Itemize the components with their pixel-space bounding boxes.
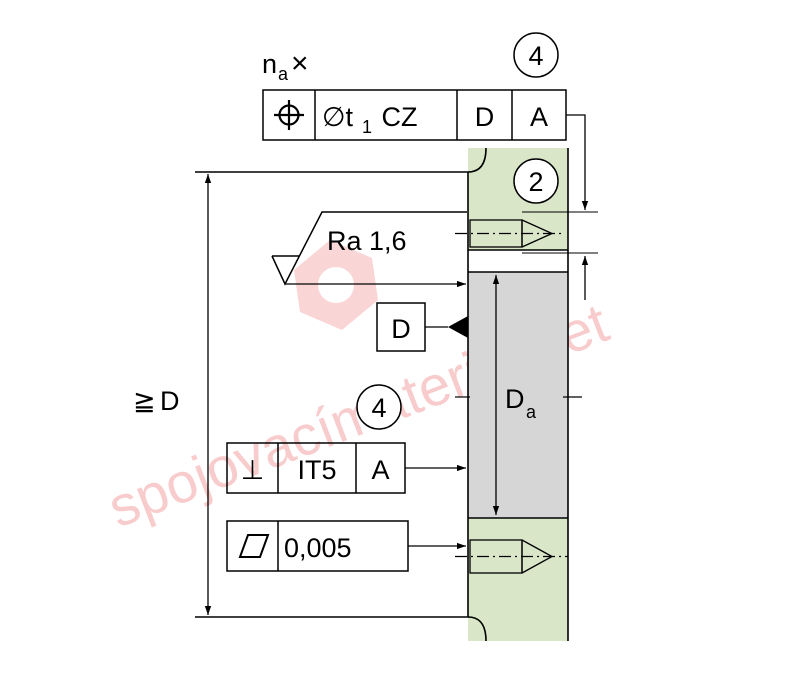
balloon-2-label: 2 (528, 167, 543, 197)
fcf-leader (566, 114, 589, 210)
datum-a-cell: A (530, 102, 548, 132)
balloon-4-mid-label: 4 (371, 393, 386, 423)
balloon-2: 2 (513, 158, 559, 204)
flatness-tolerance: 0,005 (284, 533, 352, 563)
datum-d-cell: D (475, 102, 495, 132)
perpendicularity-tolerance: IT5 (297, 455, 336, 485)
multiplier-n: n (262, 49, 277, 79)
multiplier-times: × (291, 47, 309, 80)
multiplier-n-subscript: a (278, 64, 289, 84)
tolerance-diameter: ∅t (322, 102, 354, 132)
perpendicularity-datum: A (371, 455, 389, 485)
roughness-label: Ra 1,6 (327, 226, 407, 256)
flatness-symbol-icon (238, 534, 270, 558)
shaft-upper-gap (468, 250, 568, 272)
balloon-4-top: 4 (513, 32, 559, 78)
flatness-fcf: 0,005 (226, 520, 466, 572)
height-dimension-prefix: ≧ (133, 386, 156, 416)
tolerance-cz: CZ (374, 102, 418, 132)
datum-d-label: D (391, 314, 411, 344)
watermark-logo-icon (294, 240, 378, 330)
top-position-fcf: n a × ∅t 1 CZ D A (262, 47, 589, 300)
bolt-hole-upper (455, 219, 565, 248)
balloon-4-top-label: 4 (528, 41, 543, 71)
datum-triangle-icon (448, 316, 468, 338)
da-dimension-subscript: a (526, 402, 537, 422)
da-label-bg (502, 378, 546, 420)
perpendicularity-symbol-icon: ⊥ (241, 455, 265, 485)
part-outline (195, 147, 569, 642)
height-dimension-label: D (160, 386, 180, 416)
balloon-4-mid: 4 (356, 384, 402, 430)
perpendicularity-fcf: ⊥ IT5 A (226, 442, 466, 494)
extension-lines (522, 211, 598, 254)
roughness-symbol-icon (271, 211, 467, 286)
da-dimension-label: D (505, 384, 525, 414)
tolerance-t1-subscript: 1 (362, 117, 372, 137)
bolt-hole-lower (455, 539, 568, 574)
datum-d-flag: D (376, 302, 468, 352)
position-symbol-icon (274, 100, 304, 130)
